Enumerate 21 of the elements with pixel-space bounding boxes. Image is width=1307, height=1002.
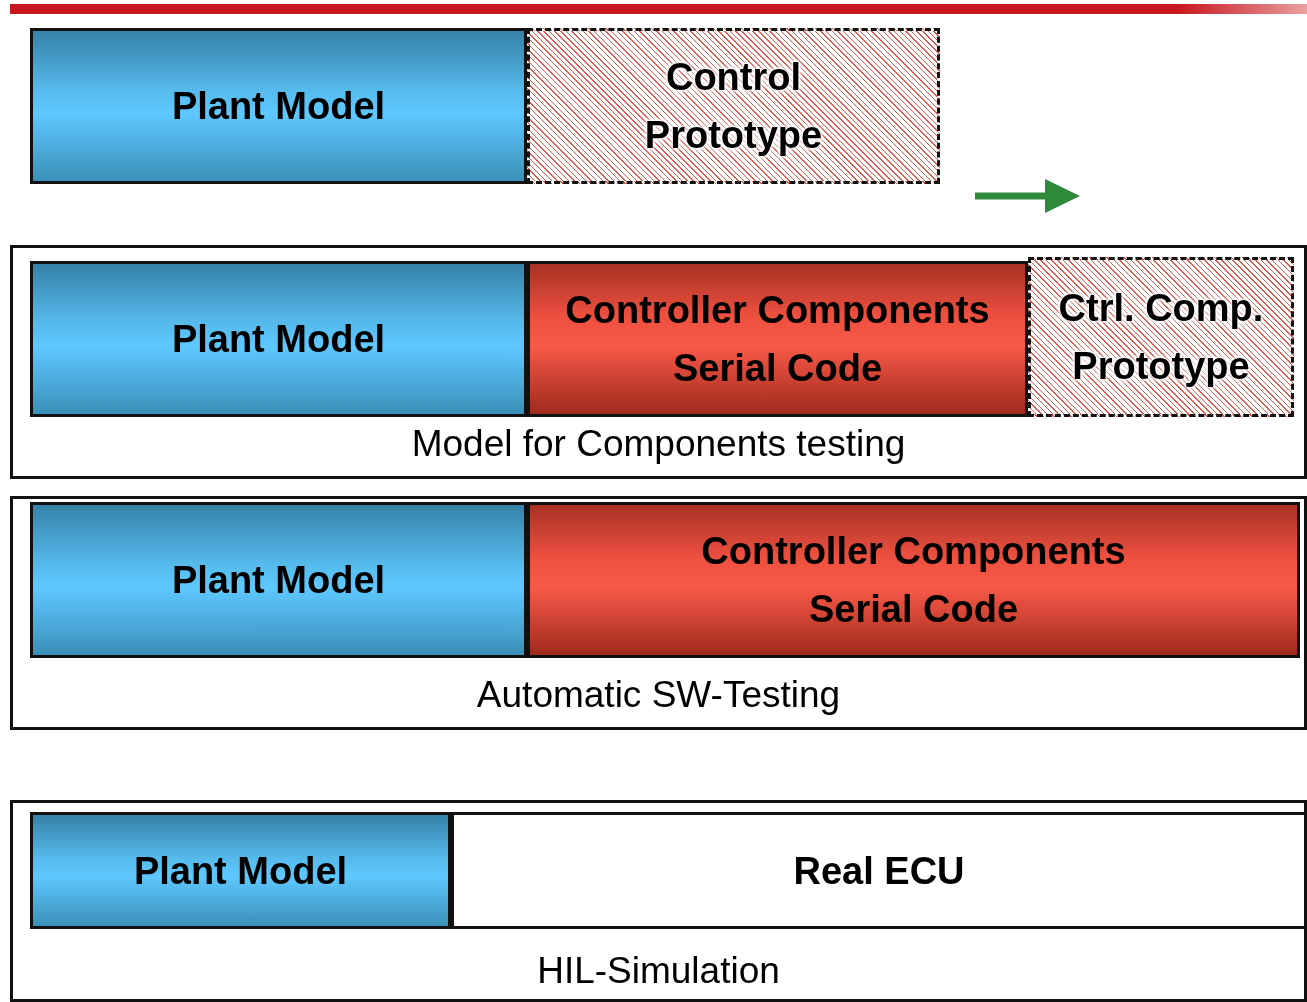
- block-label: Real ECU: [793, 848, 965, 894]
- code-block: [527, 502, 1300, 658]
- model-block: [30, 502, 527, 658]
- stage-caption: Model for Components testing: [411, 422, 906, 466]
- block-label: Plant Model: [133, 848, 348, 894]
- prototype-block: [527, 28, 940, 184]
- model-block: [30, 28, 527, 184]
- stage-frame: [10, 800, 1307, 1002]
- stage-caption: Automatic SW-Testing: [476, 673, 841, 717]
- block-label: Plant Model: [171, 84, 386, 129]
- ecu-block: [451, 812, 1307, 929]
- block-label: Plant Model: [171, 558, 386, 603]
- block-label: Controller Components Serial Code: [700, 529, 1127, 632]
- stage-frame: [10, 496, 1307, 730]
- stage-frame: [10, 245, 1307, 479]
- block-label: Plant Model: [171, 317, 386, 362]
- stage-caption: HIL-Simulation: [537, 949, 780, 993]
- model-block: [30, 261, 527, 417]
- code-block: [527, 261, 1028, 417]
- model-block: [30, 812, 451, 929]
- block-label: Controller Components Serial Code: [564, 288, 991, 391]
